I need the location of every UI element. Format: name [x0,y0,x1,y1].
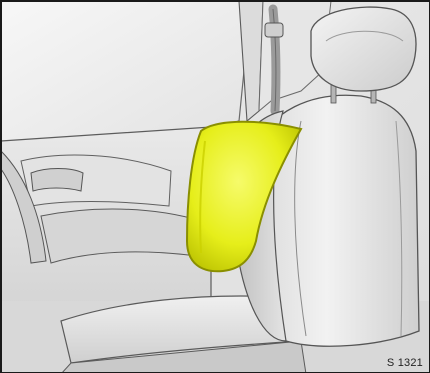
headrest [311,7,416,91]
belt-anchor [265,23,283,37]
figure-reference-code: S 1321 [387,357,423,369]
door-handle [31,169,83,192]
